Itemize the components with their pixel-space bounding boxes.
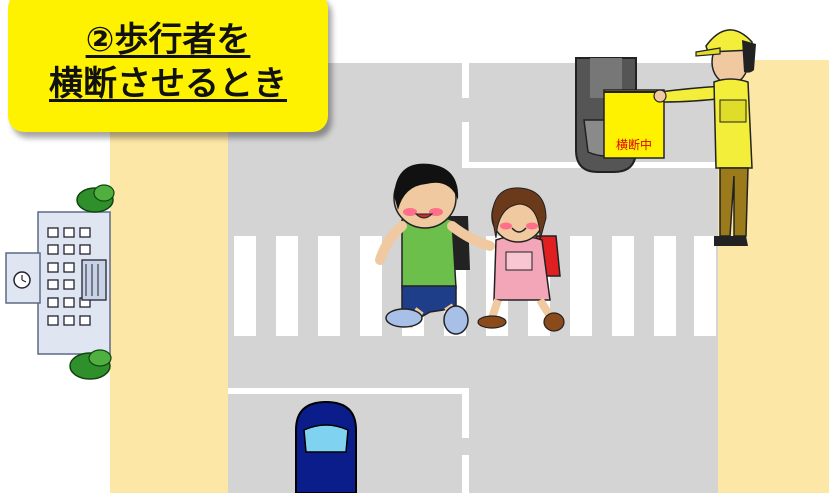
title-line-2: 横断させるとき xyxy=(49,64,287,104)
left-sidewalk xyxy=(110,60,228,493)
boy-pedestrian xyxy=(375,163,495,335)
blue-car xyxy=(295,400,357,493)
crossing-guard xyxy=(603,29,756,246)
bushes xyxy=(69,184,115,380)
girl-pedestrian xyxy=(477,187,565,332)
flag-label: 横断中 xyxy=(616,137,652,152)
title-line-1: ②歩行者を xyxy=(85,20,251,60)
school-building xyxy=(5,211,111,355)
title-box: ②歩行者を 横断させるとき xyxy=(8,0,328,132)
crossing-flag xyxy=(603,89,665,159)
